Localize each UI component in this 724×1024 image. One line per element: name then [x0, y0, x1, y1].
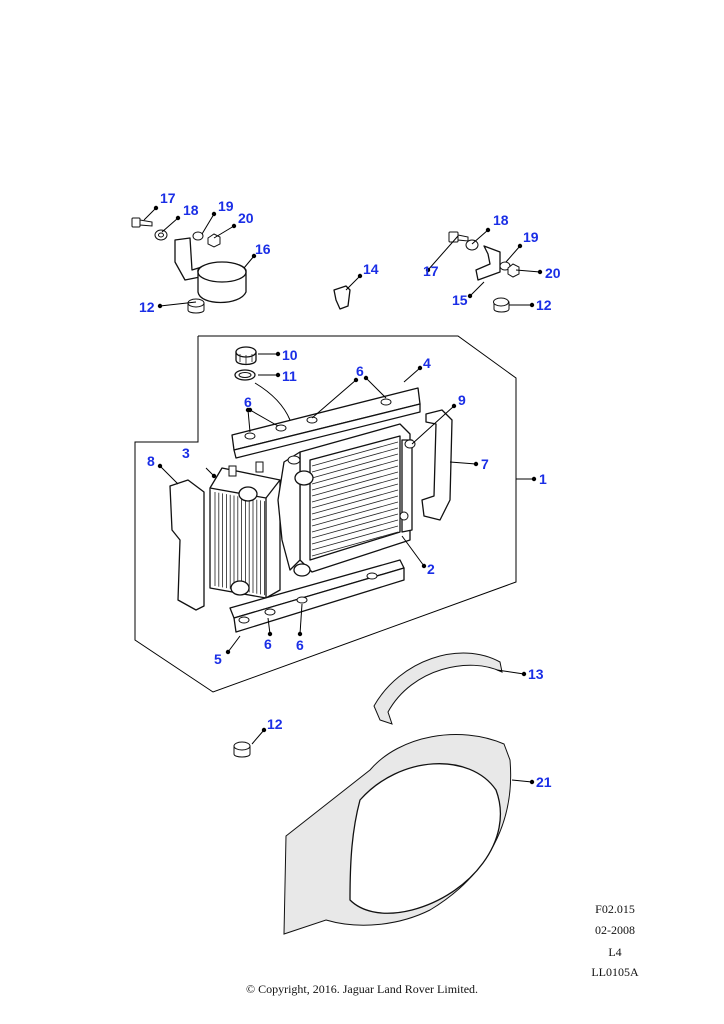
callout-6c: 6 [264, 636, 272, 652]
callout-11: 11 [282, 368, 297, 384]
callout-18a: 18 [183, 202, 199, 218]
callout-16: 16 [255, 241, 271, 257]
left-bracket-group [131, 217, 247, 314]
callout-12c: 12 [267, 716, 283, 732]
callout-labels: 1 2 3 4 5 6 6 6 6 7 8 9 10 11 12 12 12 1… [139, 190, 561, 790]
callout-15: 15 [452, 292, 468, 308]
callout-9: 9 [458, 392, 466, 408]
callout-6a: 6 [356, 363, 364, 379]
drawing-reference: LL0105A [591, 965, 639, 979]
loose-bush [233, 741, 251, 758]
top-mounting-rail [231, 387, 421, 459]
callout-4: 4 [423, 355, 431, 371]
side-panel-right [421, 409, 453, 521]
callout-18b: 18 [493, 212, 509, 228]
leader-lines [143, 205, 543, 785]
bottom-mounting-rail [229, 559, 405, 633]
fan-cowl-upper [373, 652, 503, 725]
callout-20b: 20 [545, 265, 561, 281]
callout-7: 7 [481, 456, 489, 472]
callout-10: 10 [282, 347, 298, 363]
callout-13: 13 [528, 666, 544, 682]
callout-2: 2 [427, 561, 435, 577]
callout-17a: 17 [160, 190, 176, 206]
callout-19b: 19 [523, 229, 539, 245]
callout-14: 14 [363, 261, 379, 277]
callout-8: 8 [147, 453, 155, 469]
callout-6b: 6 [244, 394, 252, 410]
callout-12b: 12 [536, 297, 552, 313]
side-panel-left [169, 479, 205, 611]
radiator-core [277, 423, 416, 577]
clip-part [333, 285, 351, 310]
callout-19a: 19 [218, 198, 234, 214]
callout-5: 5 [214, 651, 222, 667]
callout-6d: 6 [296, 637, 304, 653]
right-bracket-group [448, 231, 520, 313]
copyright-notice: © Copyright, 2016. Jaguar Land Rover Lim… [245, 982, 479, 996]
assembly-frame [134, 335, 517, 693]
filler-cap [235, 346, 257, 366]
oil-cooler [209, 461, 281, 599]
callout-17b: 17 [423, 263, 439, 279]
figure-code: F02.015 [595, 902, 635, 916]
callout-21: 21 [536, 774, 552, 790]
callout-12a: 12 [139, 299, 155, 315]
callout-3: 3 [182, 445, 190, 461]
callout-20a: 20 [238, 210, 254, 226]
fan-cowl-shroud [283, 734, 512, 935]
engine-code: L4 [608, 945, 622, 959]
revision-date: 02-2008 [595, 923, 635, 937]
callout-1: 1 [539, 471, 547, 487]
